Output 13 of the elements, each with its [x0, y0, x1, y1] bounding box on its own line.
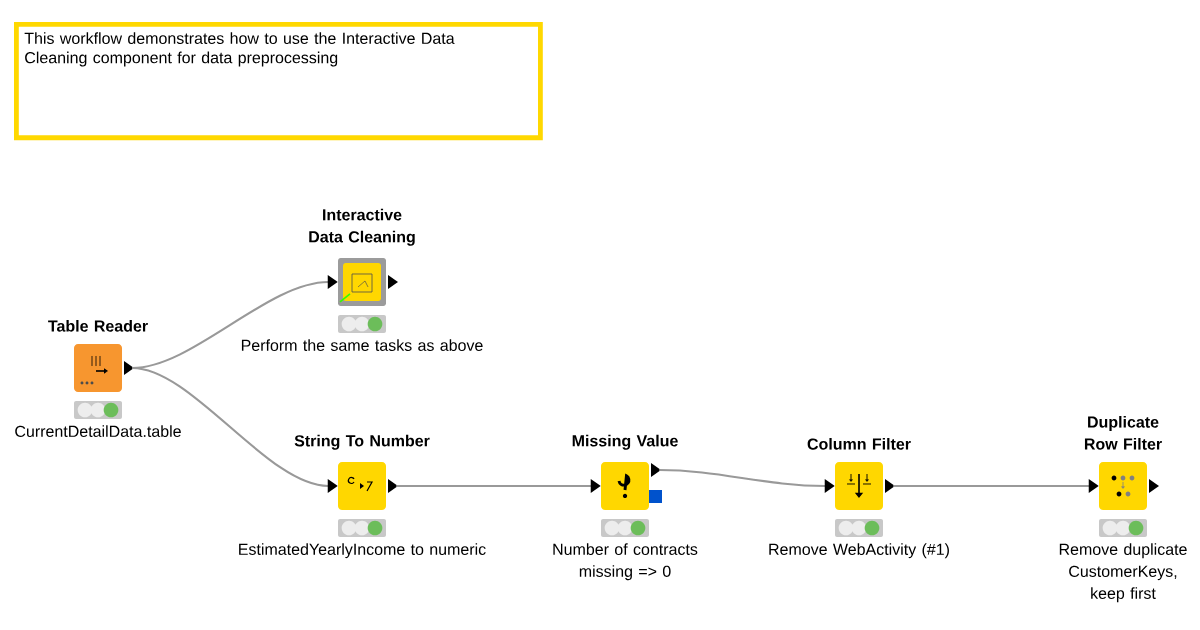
node-title: Interactive Data Cleaning: [309, 208, 415, 246]
node-title: Table Reader: [48, 320, 148, 332]
node-title: Column Filter: [807, 438, 911, 450]
node-caption: EstimatedYearlyIncome to numeric: [239, 543, 486, 559]
node-title: Duplicate Row Filter: [1084, 416, 1162, 450]
annotation-box: This workflow demonstrates how to use the Interactive Data Cleaning component for data preprocessing: [14, 22, 543, 141]
node-caption: Perform the same tasks as above: [241, 339, 483, 351]
node-caption: CurrentDetailData.table: [15, 425, 181, 437]
node-title: String To Number: [294, 434, 430, 450]
node-caption: Number of contracts missing => 0: [553, 543, 698, 581]
node-caption: Remove WebActivity (#1): [769, 543, 949, 559]
node-caption: Remove duplicate CustomerKeys, keep first: [1059, 543, 1187, 603]
node-title: Missing Value: [572, 434, 678, 450]
